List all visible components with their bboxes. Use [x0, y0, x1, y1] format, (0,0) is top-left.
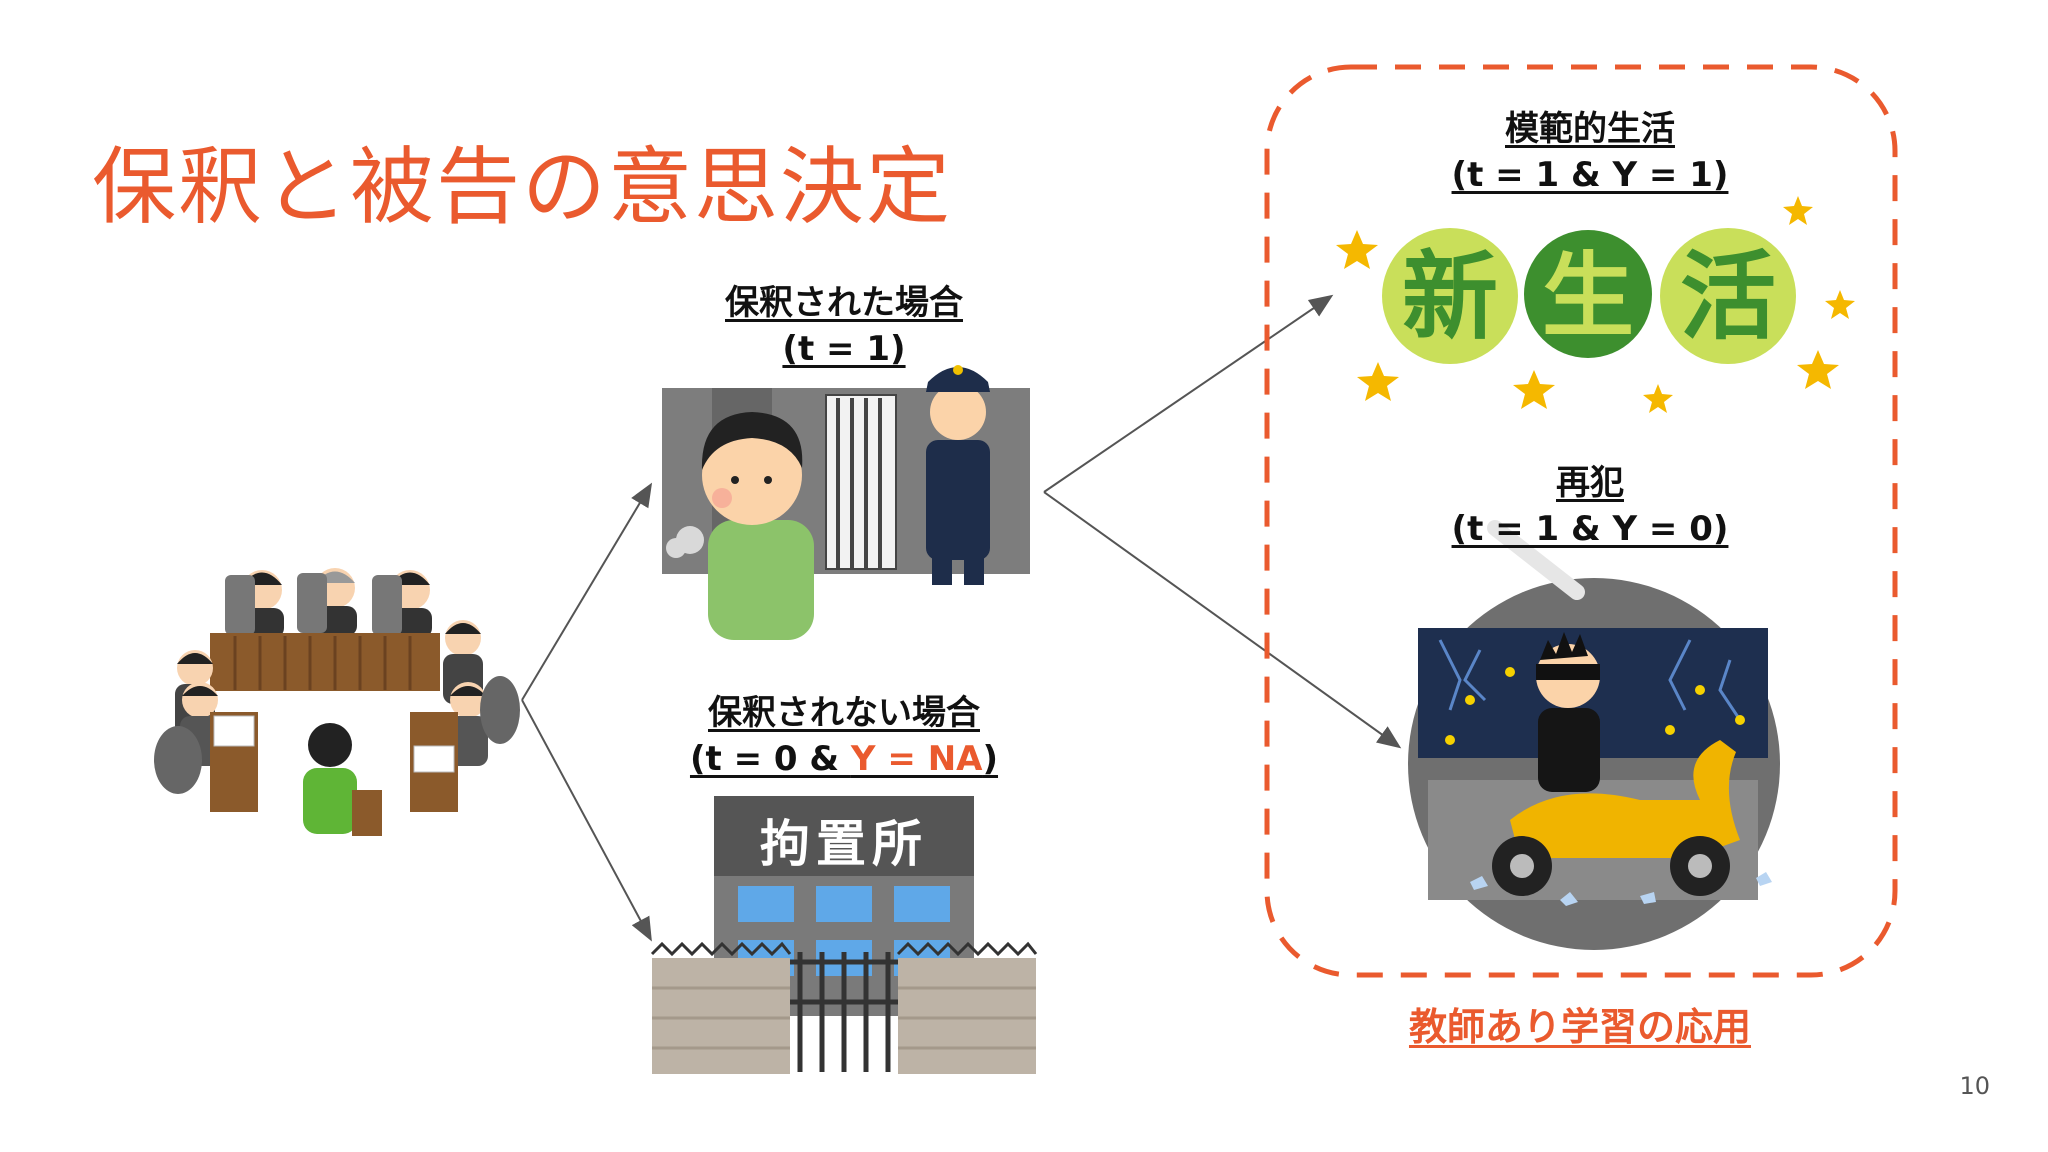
arrow-to-reoffend [1043, 491, 1402, 749]
new-life-char-3: 活 [1680, 241, 1776, 353]
supervised-learning-boundary [1264, 64, 1898, 978]
no-bail-condition-highlight: Y = NA [850, 739, 983, 779]
released-illustration [662, 365, 1030, 640]
bail-title: 保釈された場合 [725, 283, 963, 323]
bail-condition: (t = 1) [782, 329, 906, 369]
arrow-to-no-bail [521, 699, 652, 942]
slide-title: 保釈と被告の意思決定 [92, 138, 953, 236]
no-bail-title: 保釈されない場合 [708, 693, 980, 733]
good-life-title: 模範的生活 [1505, 109, 1675, 149]
reoffend-condition: (t = 1 & Y = 0) [1451, 509, 1729, 549]
no-bail-condition: (t = 0 & Y = NA) [664, 736, 1024, 782]
arrow-to-good-life [1043, 294, 1334, 493]
new-life-char-1: 新 [1402, 241, 1498, 353]
bail-caption: 保釈された場合 (t = 1) [694, 280, 994, 372]
good-life-caption: 模範的生活 (t = 1 & Y = 1) [1420, 106, 1760, 198]
supervised-learning-label: 教師あり学習の応用 [1408, 1005, 1751, 1049]
detention-center-sign: 拘置所 [760, 815, 928, 873]
no-bail-caption: 保釈されない場合 (t = 0 & Y = NA) [664, 690, 1024, 782]
reoffend-illustration [1408, 519, 1780, 950]
no-bail-condition-suffix: ) [982, 739, 999, 779]
arrow-to-bail [521, 482, 653, 701]
new-life-circle-1 [1382, 228, 1518, 364]
new-life-char-2: 生 [1542, 243, 1634, 350]
good-life-condition: (t = 1 & Y = 1) [1451, 155, 1729, 195]
page-number: 10 [1959, 1072, 1990, 1100]
no-bail-condition-prefix: (t = 0 & [689, 739, 851, 779]
reoffend-title: 再犯 [1556, 463, 1624, 503]
new-life-illustration: 新 生 活 [1336, 196, 1855, 413]
new-life-circle-2 [1524, 230, 1652, 358]
courtroom-illustration [154, 568, 520, 836]
reoffend-caption: 再犯 (t = 1 & Y = 0) [1420, 460, 1760, 552]
new-life-circle-3 [1660, 228, 1796, 364]
detention-center-illustration [650, 796, 1038, 1074]
